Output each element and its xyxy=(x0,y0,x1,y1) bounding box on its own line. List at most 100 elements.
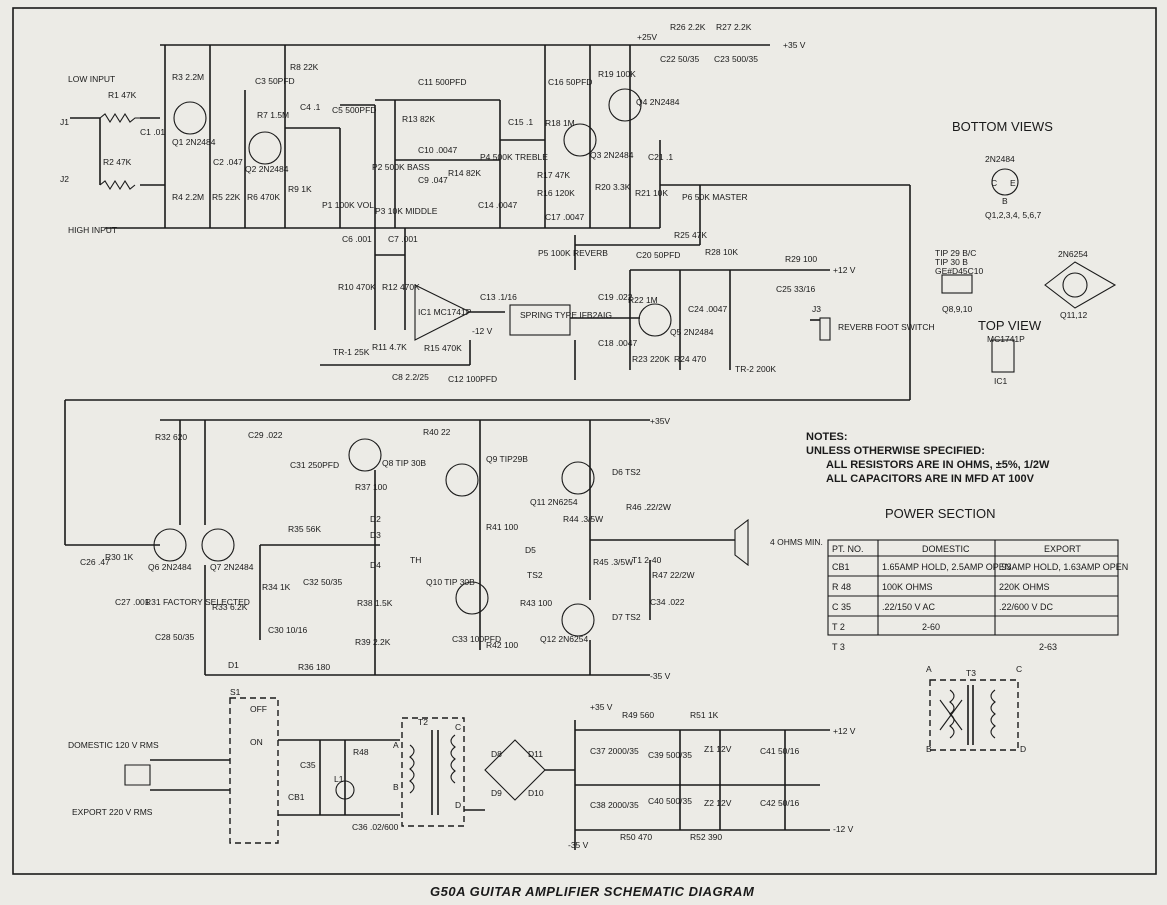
rail-p25: +25V xyxy=(637,32,657,42)
psu-label: +35 V xyxy=(590,702,613,712)
psu-label: R52 390 xyxy=(690,832,722,842)
psu-label: R51 1K xyxy=(690,710,719,720)
preamp-label: R6 470K xyxy=(247,192,280,202)
preamp-label: R2 47K xyxy=(103,157,132,167)
preamp-label: C5 500PFD xyxy=(332,105,376,115)
psu-label: D10 xyxy=(528,788,544,798)
power_amp-label: R47 22/2W xyxy=(652,570,695,580)
power_amp-label: R36 180 xyxy=(298,662,330,672)
preamp-label: C9 .047 xyxy=(418,175,448,185)
preamp-label: P4 500K TREBLE xyxy=(480,152,548,162)
reverb-label: C24 .0047 xyxy=(688,304,727,314)
table-cell: .93AMP HOLD, 1.63AMP OPEN xyxy=(999,562,1128,572)
preamp-label: R21 10K xyxy=(635,188,668,198)
preamp-label: Q2 2N2484 xyxy=(245,164,289,174)
power-section-table-grid xyxy=(827,539,1119,636)
psu-label: DOMESTIC 120 V RMS xyxy=(68,740,159,750)
power-amp-component-labels: R32 620 C29 .022 R40 22 C31 250PFD Q8 TIP 30… xyxy=(80,427,823,672)
psu-label: C39 500/35 xyxy=(648,750,692,760)
preamp-label: R18 1M xyxy=(545,118,575,128)
preamp-label: R8 22K xyxy=(290,62,319,72)
preamp-label: C15 .1 xyxy=(508,117,533,127)
reverb-label: REVERB FOOT SWITCH xyxy=(838,322,935,332)
psu-label: A xyxy=(393,740,399,750)
psu-label: R50 470 xyxy=(620,832,652,842)
reverb-label: R22 1M xyxy=(628,295,658,305)
trans3-name: 2N6254 xyxy=(1058,249,1088,259)
preamp-label: C21 .1 xyxy=(648,152,673,162)
package-views xyxy=(941,168,1117,373)
psu-label: L1 xyxy=(334,774,344,784)
power_amp-label: TS2 xyxy=(527,570,543,580)
power_amp-label: R37 100 xyxy=(355,482,387,492)
psu-label: B xyxy=(393,782,399,792)
power_amp-label: C29 .022 xyxy=(248,430,283,440)
top-view-heading: TOP VIEW xyxy=(978,318,1042,333)
table-cell: 1.65AMP HOLD, 2.5AMP OPEN xyxy=(882,562,1011,572)
preamp-label: C4 .1 xyxy=(300,102,321,112)
reverb-label: R11 4.7K xyxy=(372,342,407,352)
reverb-label: C25 33/16 xyxy=(776,284,815,294)
table-cell: T 2 xyxy=(832,622,845,632)
power_amp-label: R41 100 xyxy=(486,522,518,532)
j2-label: J2 xyxy=(60,174,69,184)
notes-block: NOTES: UNLESS OTHERWISE SPECIFIED: ALL R… xyxy=(806,430,1146,486)
power_amp-label: R40 22 xyxy=(423,427,451,437)
sheet-border xyxy=(12,7,1157,875)
reverb-label: Q5 2N2484 xyxy=(670,327,714,337)
reverb-label: R12 470K xyxy=(382,282,420,292)
reverb-label: C20 50PFD xyxy=(636,250,680,260)
preamp-label: P5 100K REVERB xyxy=(538,248,608,258)
power_amp-label: Q12 2N6254 xyxy=(540,634,588,644)
trans2-name-1: TIP 29 B/C xyxy=(935,248,976,258)
trans3-refs: Q11,12 xyxy=(1060,310,1088,320)
preamp-label: R14 82K xyxy=(448,168,481,178)
preamp-label: C3 50PFD xyxy=(255,76,295,86)
j1-label: J1 xyxy=(60,117,69,127)
power_amp-label: T1 2-40 xyxy=(632,555,662,565)
psu-label: C37 2000/35 xyxy=(590,746,639,756)
preamp-label: R26 2.2K xyxy=(670,22,706,32)
reverb-label: TR-2 200K xyxy=(735,364,776,374)
high-input-label: HIGH INPUT xyxy=(68,225,117,235)
power_amp-label: C26 .47 xyxy=(80,557,110,567)
preamp-label: C17 .0047 xyxy=(545,212,584,222)
power_amp-label: Q8 TIP 30B xyxy=(382,458,426,468)
power_amp-label: R44 .3/5W xyxy=(563,514,603,524)
reverb-label: C8 2.2/25 xyxy=(392,372,429,382)
power_amp-label: R35 56K xyxy=(288,524,321,534)
psu-label: T2 xyxy=(418,717,428,727)
reverb-label: R28 10K xyxy=(705,247,738,257)
t3-pin-a: A xyxy=(926,664,932,674)
preamp-label: R5 22K xyxy=(212,192,241,202)
preamp-label: C10 .0047 xyxy=(418,145,457,155)
preamp-label: P1 100K VOL. xyxy=(322,200,376,210)
power_amp-label: R32 620 xyxy=(155,432,187,442)
power_amp-label: D1 xyxy=(228,660,239,670)
psu-label: S1 xyxy=(230,687,241,697)
power_amp-label: C34 .022 xyxy=(650,597,685,607)
power_amp-label: R34 1K xyxy=(262,582,291,592)
power_amp-label: D7 TS2 xyxy=(612,612,641,622)
table-cell: .22/150 V AC xyxy=(882,602,936,612)
power_amp-label: C32 50/35 xyxy=(303,577,342,587)
preamp-wiring xyxy=(70,44,911,400)
psu-label: Z2 12V xyxy=(704,798,732,808)
power_amp-label: R43 100 xyxy=(520,598,552,608)
preamp-label: R25 47K xyxy=(674,230,707,240)
power_amp-label: D3 xyxy=(370,530,381,540)
preamp-label: R3 2.2M xyxy=(172,72,204,82)
reverb-label: C13 .1/16 xyxy=(480,292,517,302)
reverb-label: TR-1 25K xyxy=(333,347,370,357)
power_amp-label: C27 .001 xyxy=(115,597,150,607)
table-cell: C 35 xyxy=(832,602,851,612)
notes-heading: NOTES: xyxy=(806,431,848,443)
preamp-label: P6 50K MASTER xyxy=(682,192,748,202)
power_amp-label: C31 250PFD xyxy=(290,460,339,470)
trans1-pin-b: B xyxy=(1002,196,1008,206)
power_amp-label: R31 FACTORY SELECTED xyxy=(145,597,250,607)
psu-label: +12 V xyxy=(833,726,856,736)
